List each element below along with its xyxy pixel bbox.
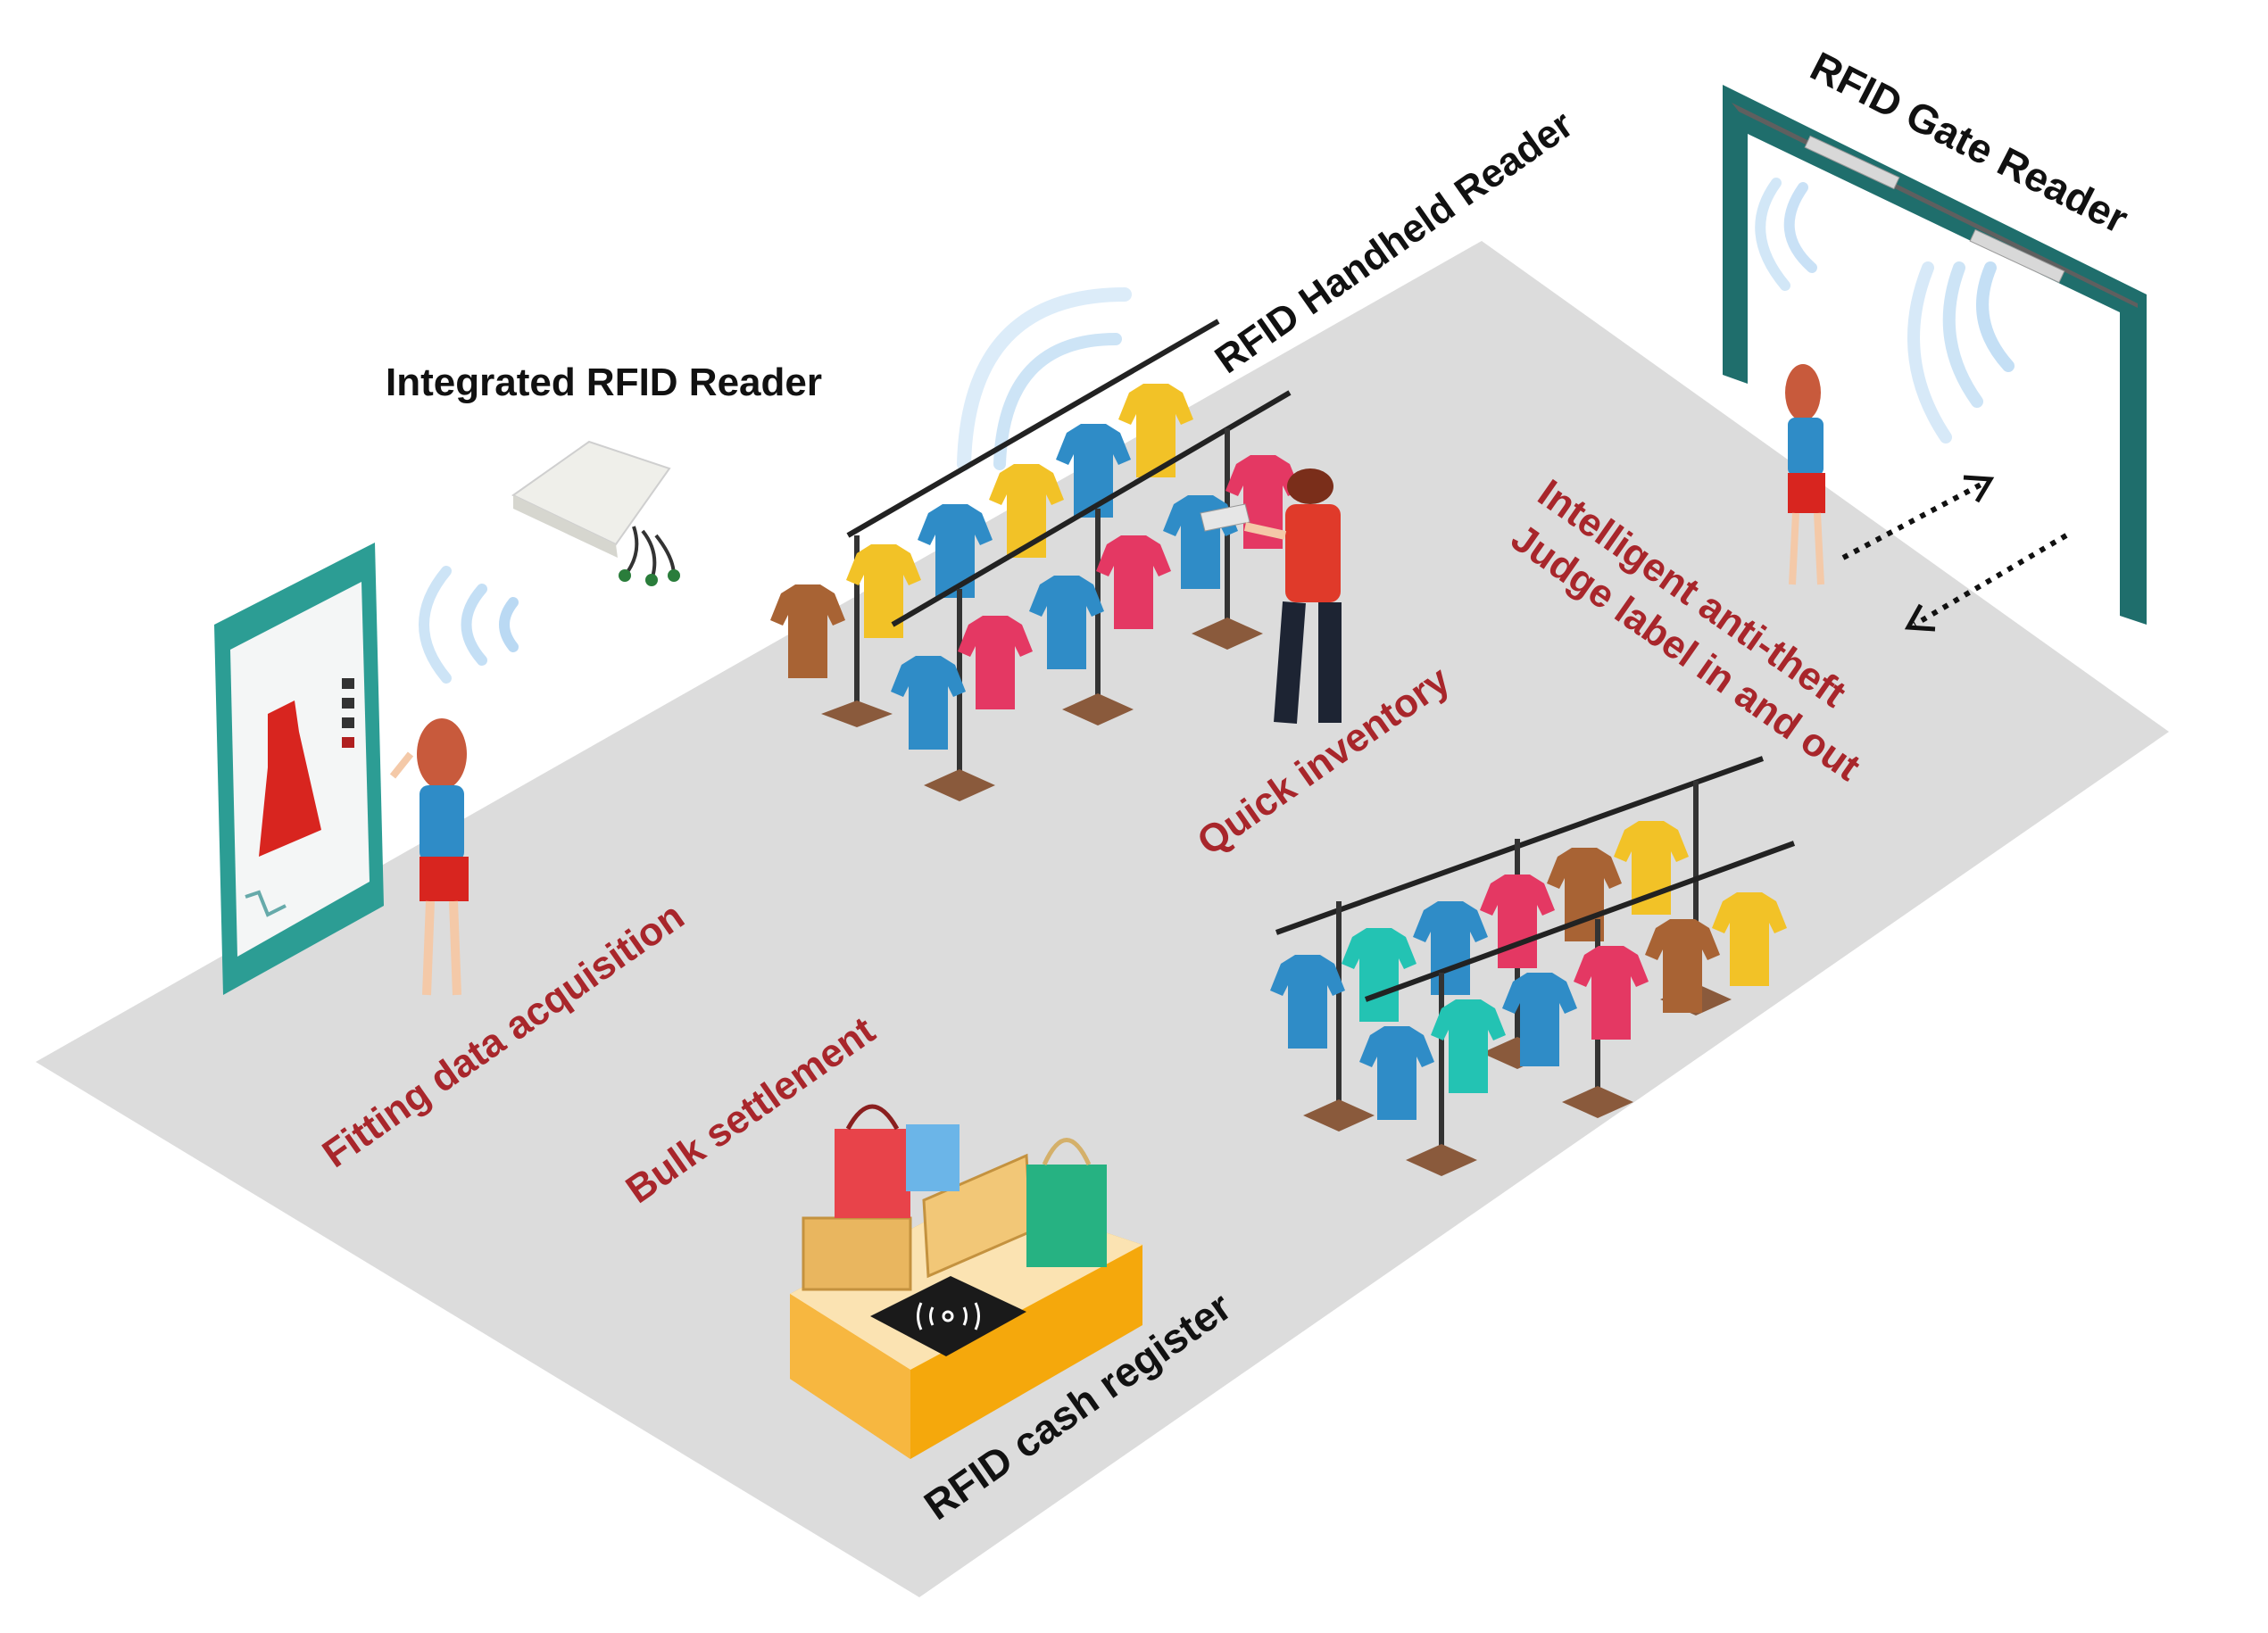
arrow-in-icon xyxy=(1841,475,1995,560)
box-icon xyxy=(906,1124,960,1191)
label-integrated-reader: Integrated RFID Reader xyxy=(386,361,822,404)
person-icon xyxy=(1200,468,1342,724)
clothing-rack xyxy=(770,319,1220,727)
pad-wave-icon xyxy=(917,1302,980,1330)
gate-antenna xyxy=(1969,228,2065,284)
store-floor xyxy=(36,241,2169,1597)
rfid-wave-icon xyxy=(419,566,519,684)
clothing-rack xyxy=(1359,841,1796,1176)
rfid-pad xyxy=(870,1276,1026,1356)
shopping-bag-icon xyxy=(1026,1165,1107,1267)
rfid-reader-device-icon xyxy=(511,440,680,586)
box-icon xyxy=(802,1216,912,1291)
cart-icon xyxy=(245,890,287,917)
person-icon xyxy=(1785,364,1825,585)
handheld-scanner-icon xyxy=(1200,503,1250,532)
dress-icon xyxy=(259,700,321,857)
clothing-rack xyxy=(891,390,1300,801)
arrow-out-icon xyxy=(1904,533,2068,632)
rfid-wave-icon xyxy=(957,287,1132,471)
smart-mirror xyxy=(214,543,384,995)
shopping-bag-icon xyxy=(835,1129,910,1218)
rfid-gate xyxy=(1723,85,2147,625)
cash-register-counter xyxy=(790,1104,1142,1459)
person-icon xyxy=(389,718,469,996)
rfid-wave-icon xyxy=(1755,178,2015,443)
gate-antenna xyxy=(1804,135,1900,190)
